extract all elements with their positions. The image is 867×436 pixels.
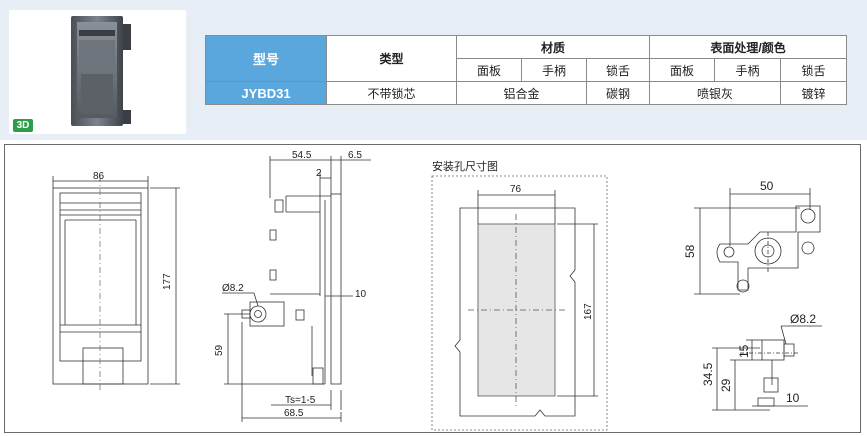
cell-finish-tongue: 镀锌 (780, 81, 848, 105)
dim-side-hole: Ø8.2 (222, 283, 244, 294)
dim-cut-width: 76 (510, 184, 522, 195)
detail-top (694, 188, 821, 295)
cell-model: JYBD31 (205, 81, 327, 105)
hole-diagram-title: 安装孔尺寸图 (432, 161, 498, 173)
front-view (52, 176, 180, 392)
dim-side-bottom: 68.5 (284, 408, 304, 419)
product-photo (9, 10, 186, 134)
dim-side-59: 59 (214, 344, 225, 356)
header-type: 类型 (326, 35, 457, 82)
sub-finish-handle: 手柄 (714, 58, 782, 82)
cell-finish-panel-handle: 喷银灰 (649, 81, 782, 105)
cutout-view (431, 175, 608, 431)
dim-detail-hole: Ø8.2 (790, 312, 816, 326)
header-finish: 表面处理/颜色 (649, 35, 848, 59)
cell-type: 不带锁芯 (326, 81, 457, 105)
dim-cut-height: 167 (583, 303, 594, 320)
3d-badge[interactable]: 3D (13, 119, 33, 132)
header-material: 材质 (455, 35, 651, 59)
dim-side-a: 54.5 (292, 150, 312, 161)
sub-material-panel: 面板 (456, 58, 522, 82)
dim-side-small: 2 (316, 168, 322, 179)
cell-material-tongue: 碳钢 (585, 81, 651, 105)
dim-detail-34-5: 34.5 (701, 362, 715, 386)
dim-front-width: 86 (93, 171, 105, 182)
dim-detail-29: 29 (719, 378, 733, 392)
dim-detail-58: 58 (683, 244, 697, 258)
dim-front-height: 177 (162, 273, 173, 290)
side-view (222, 156, 371, 422)
sub-finish-panel: 面板 (649, 58, 716, 82)
dim-side-b: 6.5 (348, 150, 362, 161)
dim-detail-15: 15 (737, 344, 751, 358)
latch-3d-image (71, 16, 131, 126)
header-model: 型号 (205, 35, 327, 82)
detail-side (712, 325, 822, 411)
sub-material-handle: 手柄 (521, 58, 587, 82)
dim-side-10: 10 (355, 289, 367, 300)
sub-material-tongue: 锁舌 (585, 58, 651, 82)
dim-detail-10: 10 (786, 391, 800, 405)
dim-side-ts: Ts=1-5 (285, 395, 316, 406)
spec-table: 型号 类型 材质 表面处理/颜色 面板 手柄 锁舌 面板 手柄 锁舌 JYBD3… (205, 35, 848, 105)
drawing-frame (4, 144, 861, 433)
sub-finish-tongue: 锁舌 (780, 58, 848, 82)
cell-material-panel-handle: 铝合金 (456, 81, 587, 105)
dim-detail-50: 50 (760, 179, 774, 193)
